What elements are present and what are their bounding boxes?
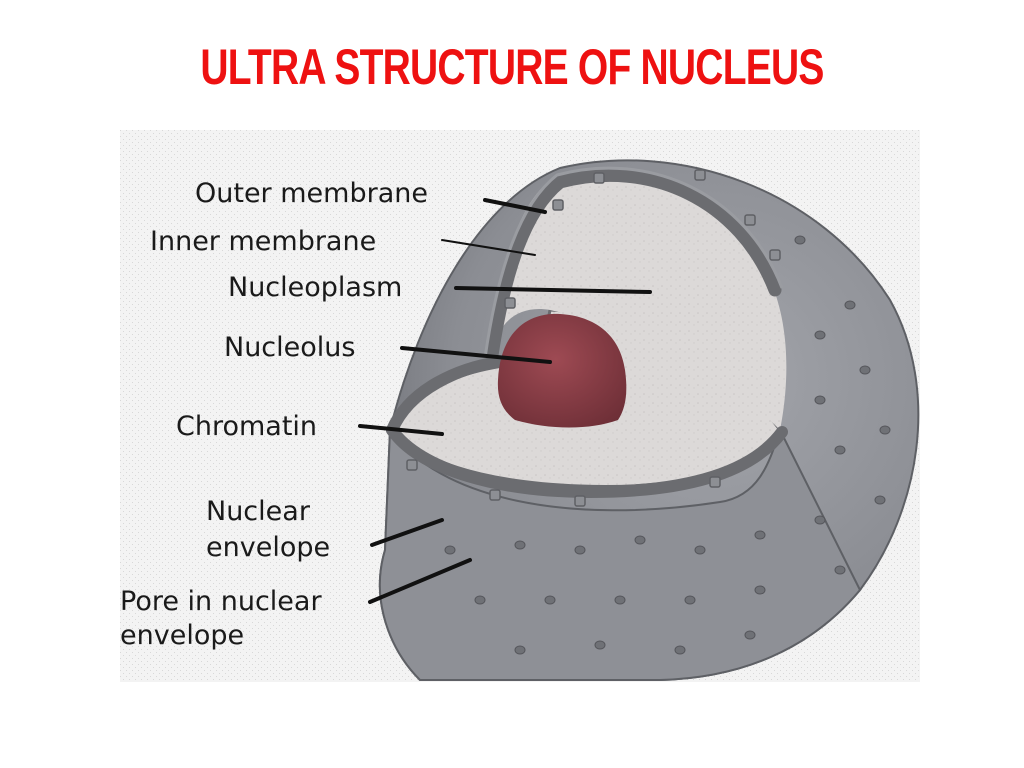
label-chromatin: Chromatin <box>176 411 317 442</box>
rim-pores <box>406 169 781 507</box>
nucleus-diagram: Outer membrane Inner membrane Nucleoplas… <box>120 130 920 682</box>
outer-membrane-rim <box>483 166 784 359</box>
lower-membrane-rim <box>386 424 788 499</box>
page-title: ULTRA STRUCTURE OF NUCLEUS <box>200 39 824 95</box>
label-pore-line1: Pore in nuclear <box>120 586 322 617</box>
label-outer-membrane: Outer membrane <box>195 178 428 209</box>
leader-chromatin <box>358 424 444 436</box>
surface-pores <box>444 235 891 655</box>
nucleolus-shape <box>497 313 627 428</box>
leader-outer-membrane <box>483 198 547 214</box>
leader-nuclear-envelope <box>370 518 444 547</box>
label-inner-membrane: Inner membrane <box>150 226 376 257</box>
label-nuclear-envelope-line1: Nuclear <box>206 496 311 527</box>
leader-pore <box>368 558 472 604</box>
label-nucleolus: Nucleolus <box>224 332 355 363</box>
leader-nucleolus <box>400 346 552 364</box>
nuclear-envelope-lower <box>378 427 862 681</box>
leader-lines <box>358 198 652 604</box>
leader-inner-membrane <box>441 239 536 256</box>
leader-nucleoplasm <box>454 286 652 294</box>
label-nucleoplasm: Nucleoplasm <box>228 272 402 303</box>
nucleoplasm-surface <box>492 174 787 430</box>
label-nuclear-envelope-line2: envelope <box>206 532 330 563</box>
inner-membrane-rim <box>485 168 782 362</box>
left-membrane-rim <box>386 356 504 436</box>
label-pore-line2: envelope <box>120 620 244 651</box>
